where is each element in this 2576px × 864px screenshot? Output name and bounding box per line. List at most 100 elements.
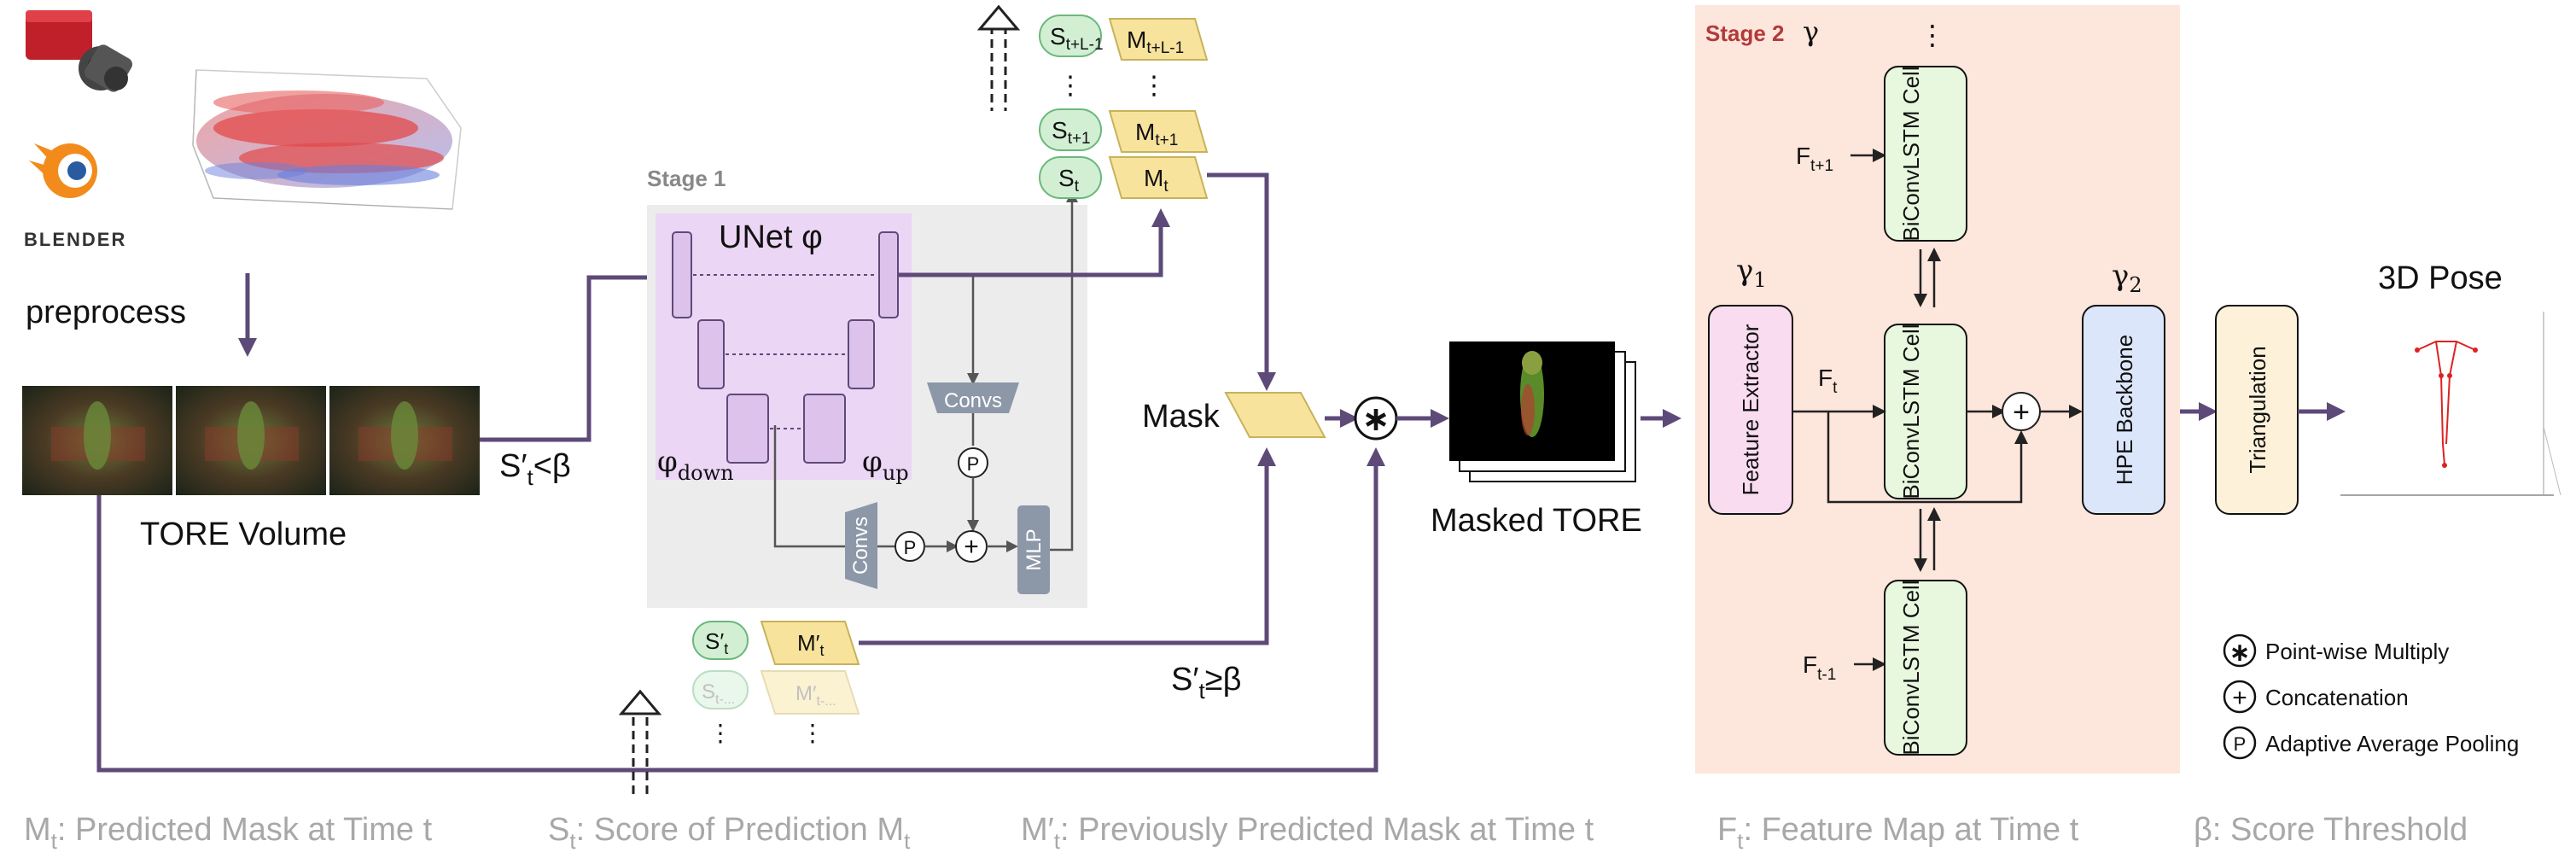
phi-down-label: φdown bbox=[657, 445, 734, 485]
footer-item-3: Ft: Feature Map at Time t bbox=[1717, 812, 2079, 854]
footer-item-1: St: Score of Prediction Mt bbox=[548, 812, 911, 854]
footer-item-4: β: Score Threshold bbox=[2194, 812, 2468, 848]
svg-text:∗: ∗ bbox=[2229, 639, 2250, 667]
convs-top-block: Convs bbox=[927, 382, 1019, 413]
svg-text:St-...: St-... bbox=[702, 680, 735, 707]
pool-top-icon: P bbox=[958, 447, 988, 478]
pose-label: 3D Pose bbox=[2378, 260, 2503, 296]
svg-text:Mt: Mt bbox=[1144, 165, 1169, 196]
svg-text:M′t: M′t bbox=[797, 630, 825, 659]
prev-mask-dots: ⋮ bbox=[801, 720, 825, 746]
svg-text:∗: ∗ bbox=[1361, 400, 1390, 438]
score-item-t-1: St+1 bbox=[1039, 108, 1102, 151]
phi-up-label: φup bbox=[862, 445, 909, 485]
svg-text:BiConvLSTM Cell: BiConvLSTM Cell bbox=[1898, 66, 1924, 241]
score-item-t-l-1: St+L-1 bbox=[1039, 15, 1104, 57]
svg-text:St+1: St+1 bbox=[1052, 117, 1091, 148]
blender-logo-icon bbox=[29, 143, 97, 198]
svg-text:Mt+L-1: Mt+L-1 bbox=[1127, 26, 1184, 57]
svg-text:Feature Extractor: Feature Extractor bbox=[1738, 324, 1763, 495]
svg-text:Mt+1: Mt+1 bbox=[1135, 119, 1178, 149]
svg-text:M′t-...: M′t-... bbox=[796, 682, 836, 709]
svg-text:P: P bbox=[2234, 733, 2247, 755]
stage1-title: Stage 1 bbox=[647, 166, 726, 191]
biconvlstm-mid-block: BiConvLSTM Cell bbox=[1884, 324, 1967, 499]
footer-item-2: M′t: Previously Predicted Mask at Time t bbox=[1021, 812, 1594, 854]
f-top-label: Ft+1 bbox=[1796, 143, 1833, 175]
f-mid-label: Ft bbox=[1818, 365, 1838, 397]
gamma2-label: γ2 bbox=[2112, 259, 2142, 297]
svg-text:Concatenation: Concatenation bbox=[2265, 685, 2409, 710]
masked-tore-frames bbox=[1449, 342, 1636, 482]
svg-text:HPE Backbone: HPE Backbone bbox=[2112, 335, 2137, 485]
arrow-bottom-loop bbox=[96, 447, 1385, 773]
mask-dots: ⋮ bbox=[1141, 72, 1167, 100]
condition-right: S′t≥β bbox=[1171, 662, 1241, 703]
gamma1-label: γ1 bbox=[1736, 254, 1767, 292]
svg-text:Triangulation: Triangulation bbox=[2245, 346, 2270, 473]
arrow-mlp-to-score bbox=[1050, 190, 1078, 552]
mask-item-t-1: Mt+1 bbox=[1108, 110, 1209, 153]
blender-label: BLENDER bbox=[24, 229, 126, 250]
svg-text:+: + bbox=[964, 533, 979, 561]
prev-mask-t: M′t bbox=[760, 621, 860, 665]
mlp-block: MLP bbox=[1017, 505, 1050, 594]
footer-item-0: Mt: Predicted Mask at Time t bbox=[24, 812, 433, 854]
footer-legend: Mt: Predicted Mask at Time t St: Score o… bbox=[24, 812, 2468, 854]
pose-plot bbox=[2340, 312, 2561, 496]
triangulation-block: Triangulation bbox=[2215, 305, 2299, 515]
svg-text:MLP: MLP bbox=[1023, 528, 1046, 570]
arrows-mid-bot bbox=[1914, 507, 1941, 572]
hpe-backbone-block: HPE Backbone bbox=[2082, 305, 2165, 515]
arrow-mask-t-to-mask bbox=[1207, 172, 1276, 391]
f-bot-label: Ft-1 bbox=[1803, 651, 1836, 684]
memory-down-arrow bbox=[618, 689, 662, 798]
concat-stage1-icon: + bbox=[955, 530, 988, 563]
prev-mask-older: M′t-... bbox=[760, 670, 860, 715]
svg-text:Convs: Convs bbox=[849, 517, 872, 575]
svg-text:+: + bbox=[2232, 684, 2247, 712]
score-dots: ⋮ bbox=[1058, 72, 1083, 100]
svg-text:+: + bbox=[2013, 396, 2030, 429]
svg-text:Point-wise Multiply: Point-wise Multiply bbox=[2265, 639, 2449, 664]
prev-score-older: St-... bbox=[692, 670, 749, 709]
pool-side-icon: P bbox=[895, 531, 925, 562]
unet-blocks bbox=[672, 231, 899, 464]
convs-side-block: Convs bbox=[845, 502, 877, 589]
arrow-unet-bottleneck-to-convs bbox=[773, 425, 866, 552]
stage2-top-dots: ⋮ bbox=[1919, 20, 1946, 50]
score-item-t: St bbox=[1039, 156, 1102, 199]
condition-left: S′t<β bbox=[499, 448, 571, 490]
svg-text:P: P bbox=[967, 453, 980, 475]
memory-up-arrow bbox=[976, 4, 1021, 111]
arrow-skip-to-concat bbox=[1827, 412, 2028, 504]
preprocess-label: preprocess bbox=[26, 295, 186, 330]
feature-extractor-block: Feature Extractor bbox=[1708, 305, 1793, 515]
arrows-top-mid bbox=[1914, 248, 1941, 307]
legend-pool: P Adaptive Average Pooling bbox=[2223, 726, 2519, 760]
svg-text:S′t: S′t bbox=[705, 628, 728, 657]
svg-text:P: P bbox=[904, 537, 917, 558]
svg-text:Convs: Convs bbox=[944, 389, 1002, 412]
svg-text:BiConvLSTM Cell: BiConvLSTM Cell bbox=[1898, 324, 1924, 499]
multiply-icon: ∗ bbox=[1354, 396, 1398, 441]
masked-tore-label: Masked TORE bbox=[1431, 503, 1642, 539]
legend-multiply: ∗ Point-wise Multiply bbox=[2223, 633, 2449, 668]
svg-text:St+L-1: St+L-1 bbox=[1050, 23, 1104, 54]
tore-volume-label: TORE Volume bbox=[140, 517, 347, 552]
legend-concat: + Concatenation bbox=[2223, 680, 2409, 714]
svg-text:St: St bbox=[1058, 165, 1080, 196]
mask-item-t-l-1: Mt+L-1 bbox=[1108, 18, 1209, 61]
arrow-unet-to-mask bbox=[898, 208, 1170, 277]
tore-volume-frames bbox=[22, 386, 480, 495]
svg-text:Adaptive Average Pooling: Adaptive Average Pooling bbox=[2265, 731, 2519, 756]
concat-stage2-icon: + bbox=[2002, 392, 2041, 431]
stage2-gamma: γ bbox=[1803, 15, 1819, 48]
mask-item-t: Mt bbox=[1108, 156, 1209, 199]
unet-label: UNet φ bbox=[719, 219, 823, 255]
prev-score-dots: ⋮ bbox=[708, 720, 732, 746]
prev-score-t: S′t bbox=[692, 621, 749, 660]
event-volume-plot bbox=[192, 69, 462, 210]
arrow-tore-to-unet bbox=[480, 268, 681, 442]
